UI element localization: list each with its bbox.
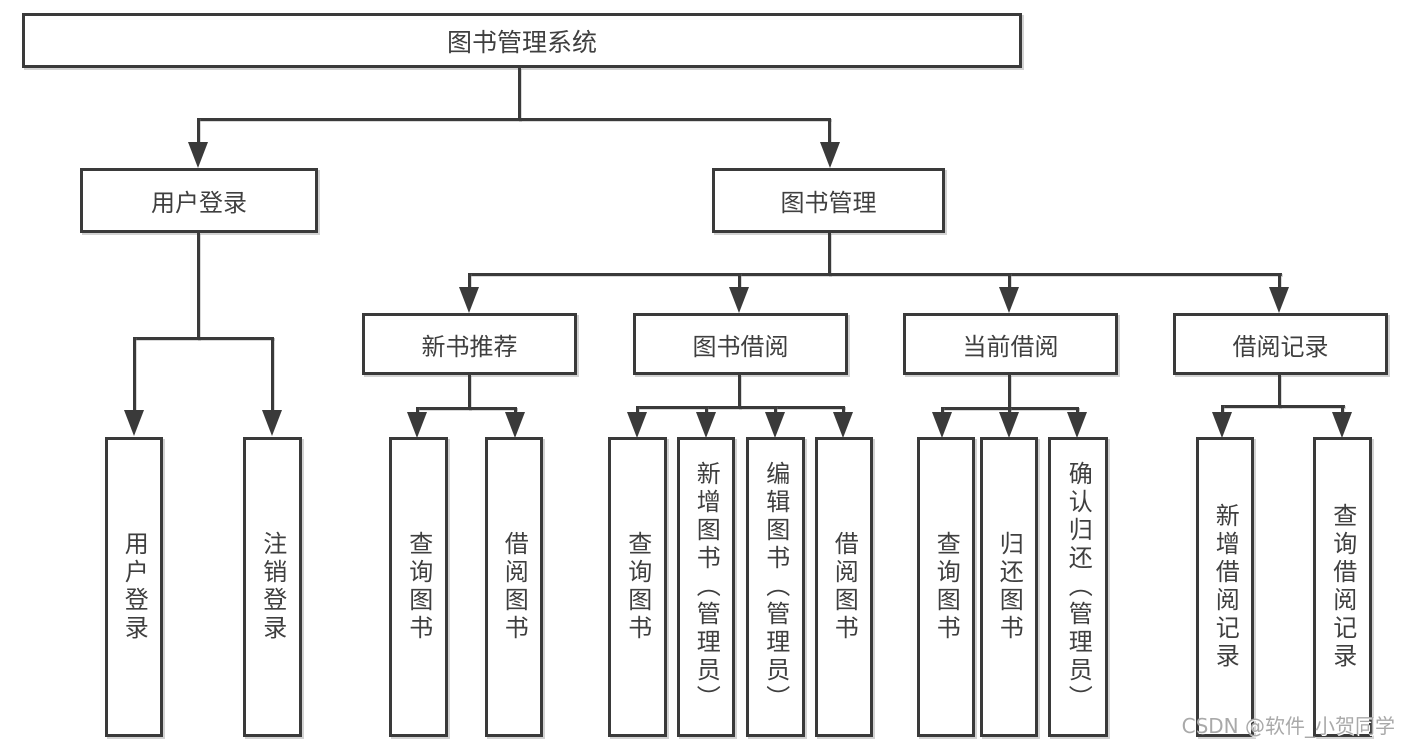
connector-g1-vline bbox=[468, 375, 471, 410]
arrow-down-icon bbox=[505, 412, 525, 438]
connector-g2-vline bbox=[738, 375, 741, 409]
arrow-down-icon bbox=[999, 287, 1019, 313]
leaf-recommend-borrow-book: 借阅图书 bbox=[485, 437, 543, 737]
leaf-recommend-query-book: 查询图书 bbox=[389, 437, 448, 737]
arrow-down-icon bbox=[820, 142, 840, 168]
arrow-down-icon bbox=[407, 412, 427, 438]
connector-leaf-stub bbox=[1341, 405, 1344, 415]
connector-userlogin-vline bbox=[197, 233, 200, 340]
connector-leaf-stub bbox=[636, 406, 639, 415]
leaf-recommend-borrow-book-label: 借阅图书 bbox=[500, 531, 529, 643]
leaf-recommend-query-book-label: 查询图书 bbox=[404, 531, 433, 643]
arrow-down-icon bbox=[1332, 412, 1352, 438]
node-root: 图书管理系统 bbox=[22, 13, 1022, 68]
connector-leaf-stub bbox=[1221, 405, 1224, 415]
connector-leaf-stub bbox=[705, 406, 708, 415]
node-root-label: 图书管理系统 bbox=[446, 27, 597, 57]
node-current-borrow: 当前借阅 bbox=[903, 313, 1118, 375]
connector-level3-stub bbox=[1008, 273, 1011, 289]
arrow-down-icon bbox=[932, 412, 952, 438]
arrow-down-icon bbox=[188, 142, 208, 168]
connector-userlogin-hline bbox=[133, 337, 274, 340]
connector-g3-vline bbox=[1008, 375, 1011, 410]
arrow-down-icon bbox=[999, 412, 1019, 438]
leaf-add-borrow-record: 新增借阅记录 bbox=[1196, 437, 1254, 737]
connector-level3-stub bbox=[468, 273, 471, 289]
leaf-user-login: 用户登录 bbox=[105, 437, 163, 737]
leaf-edit-book-admin: 编辑图书（管理员） bbox=[746, 437, 805, 737]
node-borrow-record-label: 借阅记录 bbox=[1232, 332, 1329, 361]
connector-leaf-stub bbox=[271, 337, 274, 412]
node-book-management: 图书管理 bbox=[712, 168, 945, 233]
leaf-add-book-admin: 新增图书（管理员） bbox=[677, 437, 735, 737]
connector-g4-vline bbox=[1278, 375, 1281, 408]
arrow-down-icon bbox=[1269, 287, 1289, 313]
leaf-confirm-return-admin-label: 确认归还（管理员） bbox=[1064, 461, 1093, 713]
arrow-down-icon bbox=[1067, 412, 1087, 438]
node-current-borrow-label: 当前借阅 bbox=[962, 332, 1059, 361]
connector-leaf-stub bbox=[1076, 407, 1079, 415]
connector-g2-hline bbox=[636, 406, 845, 409]
node-new-book-recommend: 新书推荐 bbox=[362, 313, 577, 375]
node-user-login-label: 用户登录 bbox=[151, 189, 247, 217]
leaf-confirm-return-admin: 确认归还（管理员） bbox=[1048, 437, 1108, 737]
connector-leaf-stub bbox=[133, 337, 136, 412]
leaf-query-borrow-record-label: 查询借阅记录 bbox=[1328, 503, 1357, 671]
arrow-down-icon bbox=[765, 412, 785, 438]
arrow-down-icon bbox=[833, 412, 853, 438]
leaf-query-borrow-record: 查询借阅记录 bbox=[1313, 437, 1372, 737]
connector-bookmgmt-vline bbox=[828, 233, 831, 276]
leaf-current-query-book: 查询图书 bbox=[917, 437, 975, 737]
connector-bookmgmt-hline bbox=[468, 273, 1282, 276]
node-book-management-label: 图书管理 bbox=[780, 189, 877, 217]
connector-root-hline bbox=[197, 118, 831, 121]
connector-leaf-stub bbox=[514, 407, 517, 415]
leaf-add-book-admin-label: 新增图书（管理员） bbox=[692, 461, 721, 713]
arrow-down-icon bbox=[459, 287, 479, 313]
connector-level3-stub bbox=[738, 273, 741, 289]
leaf-edit-book-admin-label: 编辑图书（管理员） bbox=[761, 461, 790, 713]
arrow-down-icon bbox=[729, 287, 749, 313]
arrow-down-icon bbox=[124, 410, 144, 436]
arrow-down-icon bbox=[696, 412, 716, 438]
leaf-borrow-query-book-label: 查询图书 bbox=[623, 531, 652, 643]
arrow-down-icon bbox=[262, 410, 282, 436]
node-new-book-recommend-label: 新书推荐 bbox=[421, 332, 518, 361]
connector-leaf-stub bbox=[774, 406, 777, 415]
leaf-borrow-book-label: 借阅图书 bbox=[830, 531, 859, 643]
arrow-down-icon bbox=[1212, 412, 1232, 438]
connector-bookmgmt-stub bbox=[828, 118, 831, 148]
leaf-logout-label: 注销登录 bbox=[258, 531, 287, 643]
connector-leaf-stub bbox=[941, 407, 944, 415]
connector-leaf-stub bbox=[842, 406, 845, 415]
connector-g1-hline bbox=[416, 407, 517, 410]
leaf-borrow-book: 借阅图书 bbox=[815, 437, 873, 737]
connector-leaf-stub bbox=[416, 407, 419, 415]
csdn-watermark: CSDN @软件_小贺同学 bbox=[1181, 714, 1395, 738]
connector-root-vline bbox=[518, 68, 521, 121]
node-book-borrow: 图书借阅 bbox=[633, 313, 848, 375]
connector-g4-hline bbox=[1221, 405, 1345, 408]
connector-userlogin-stub bbox=[197, 118, 200, 148]
node-book-borrow-label: 图书借阅 bbox=[692, 332, 789, 361]
leaf-user-login-label: 用户登录 bbox=[120, 531, 149, 643]
leaf-return-book-label: 归还图书 bbox=[995, 531, 1024, 643]
node-borrow-record: 借阅记录 bbox=[1173, 313, 1388, 375]
leaf-logout: 注销登录 bbox=[243, 437, 302, 737]
connector-level3-stub bbox=[1278, 273, 1281, 289]
leaf-return-book: 归还图书 bbox=[980, 437, 1038, 737]
arrow-down-icon bbox=[627, 412, 647, 438]
connector-leaf-stub bbox=[1008, 407, 1011, 415]
leaf-borrow-query-book: 查询图书 bbox=[608, 437, 667, 737]
leaf-current-query-book-label: 查询图书 bbox=[932, 531, 961, 643]
leaf-add-borrow-record-label: 新增借阅记录 bbox=[1211, 503, 1240, 671]
node-user-login: 用户登录 bbox=[80, 168, 318, 233]
